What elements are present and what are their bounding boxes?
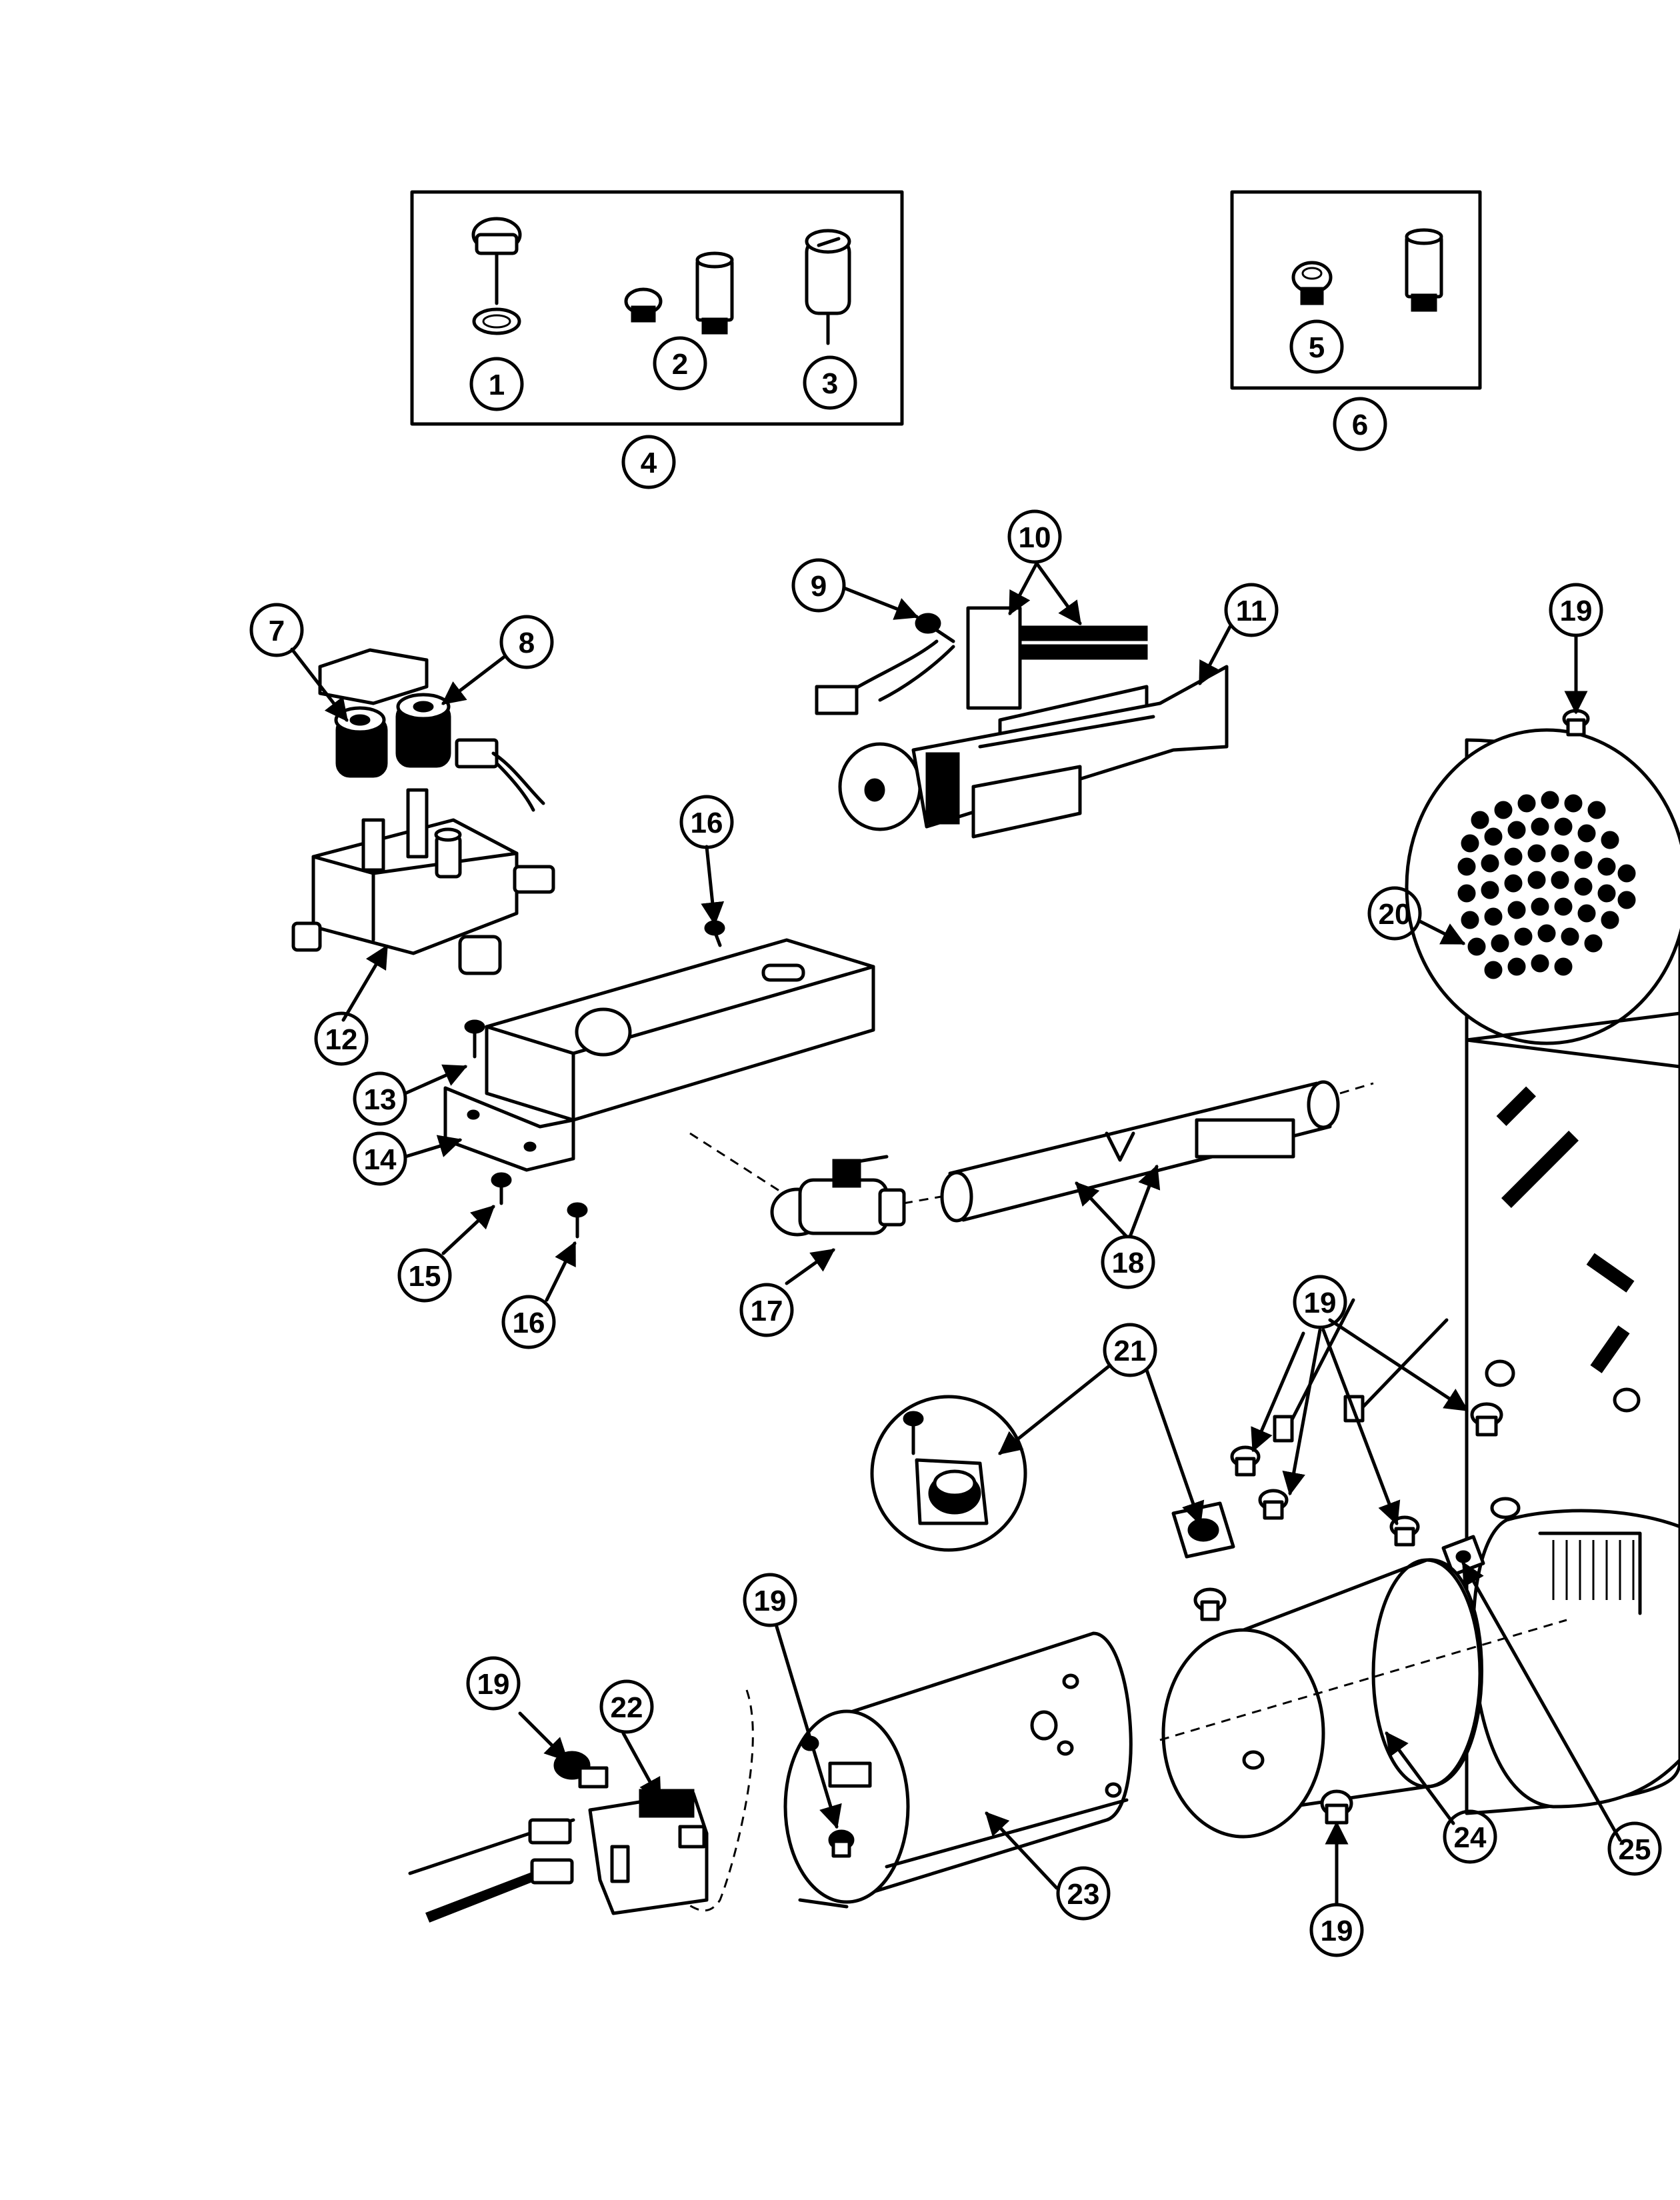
callout-21-label: 21 [1114,1335,1147,1367]
callout-19-center: 19 [743,1573,797,1627]
part-11-burner [838,665,1229,839]
callout-21: 21 [1103,1323,1157,1377]
callout-19-middle: 19 [1293,1275,1347,1329]
callout-10: 10 [1007,509,1062,564]
callout-7-label: 7 [269,615,285,647]
callout-9-label: 9 [811,570,827,603]
screw-16-lower [567,1202,588,1239]
part-9-screw [915,613,955,643]
callout-19-top-right: 19 [1549,583,1603,637]
thermostat-detail-inset [870,1395,1027,1552]
perforation-pattern [1457,791,1636,979]
callout-18-label: 18 [1112,1247,1145,1279]
callout-9: 9 [791,558,846,613]
callout-19-bottom-label: 19 [1321,1915,1353,1947]
screw-15 [491,1172,512,1205]
callout-1: 1 [469,357,524,411]
kit-box-4 [410,190,904,426]
callout-6: 6 [1333,397,1387,451]
part-17-shutoff-valve [770,1155,906,1237]
callout-2-label: 2 [672,348,688,381]
callout-12-label: 12 [325,1023,358,1056]
callout-12: 12 [314,1011,369,1066]
callout-22: 22 [599,1679,654,1734]
callout-4: 4 [621,435,676,489]
part-22-flame-sensor [408,1751,709,1923]
callout-23: 23 [1056,1866,1111,1921]
part-2-orifice-fittings [624,251,734,335]
callout-14-label: 14 [364,1143,397,1176]
callout-16-lower: 16 [501,1295,556,1349]
callout-16-upper: 16 [679,795,734,849]
screw-19-panel-top [1562,709,1590,737]
part-5-orifice [1291,261,1333,305]
callout-22-label: 22 [611,1691,643,1724]
callout-18: 18 [1101,1235,1155,1289]
callout-16-upper-label: 16 [691,807,723,839]
callout-19-center-label: 19 [754,1585,787,1617]
callout-11-label: 11 [1236,595,1267,627]
kit-box-6 [1230,190,1482,390]
callout-25-label: 25 [1619,1833,1651,1866]
callout-19-left-label: 19 [477,1668,510,1701]
callout-16-lower-label: 16 [513,1307,545,1339]
part-24-combustion-chamber [1159,1558,1567,1839]
part-21-thermostat [1171,1501,1235,1559]
callout-2: 2 [653,336,707,391]
callout-3: 3 [803,355,857,410]
callout-4-label: 4 [641,447,657,479]
callout-19-top-right-label: 19 [1560,595,1593,627]
callout-25: 25 [1607,1821,1662,1876]
callout-23-label: 23 [1067,1878,1100,1911]
part-20-front-heater-panel [1405,728,1680,1815]
callout-24-label: 24 [1454,1821,1487,1854]
part-6-fitting [1405,228,1443,312]
part-23-burner-cone [783,1631,1133,1909]
part-1-plug-and-ring [471,217,522,335]
callout-17: 17 [739,1283,794,1337]
screw-19-chamber-bottom [1320,1789,1353,1825]
part-8-coil [395,693,451,768]
part-18-gas-pipe [940,1080,1340,1223]
callout-19-bottom: 19 [1309,1903,1364,1957]
callout-20: 20 [1367,886,1422,941]
callout-10-label: 10 [1019,521,1051,554]
callout-11: 11 [1224,583,1279,637]
callout-24: 24 [1443,1809,1497,1864]
leader-lines [290,561,1622,1905]
callout-20-label: 20 [1379,898,1411,931]
callout-8: 8 [499,615,554,669]
callout-5-label: 5 [1309,331,1325,364]
screw-13 [464,1019,485,1059]
callout-1-label: 1 [489,369,505,401]
callout-17-label: 17 [751,1295,783,1327]
part-3-adjustable-plug [805,229,851,345]
callout-13: 13 [353,1071,407,1126]
callout-19-left: 19 [466,1656,521,1711]
igniter-burner-assembly [815,606,1229,839]
callout-15-label: 15 [409,1260,441,1293]
callout-14: 14 [353,1131,407,1186]
callout-7: 7 [249,603,304,657]
callout-8-label: 8 [519,627,535,659]
callout-19-middle-label: 19 [1304,1287,1337,1319]
callout-6-label: 6 [1352,409,1368,441]
part-12-gas-valve [291,788,555,975]
gas-valve-assembly [291,648,555,975]
callout-13-label: 13 [364,1083,397,1116]
callout-3-label: 3 [822,367,838,400]
callout-15: 15 [397,1248,452,1303]
part-14-burner-bracket [443,938,875,1172]
callout-5: 5 [1289,319,1344,374]
part-10-igniter [966,606,1149,762]
